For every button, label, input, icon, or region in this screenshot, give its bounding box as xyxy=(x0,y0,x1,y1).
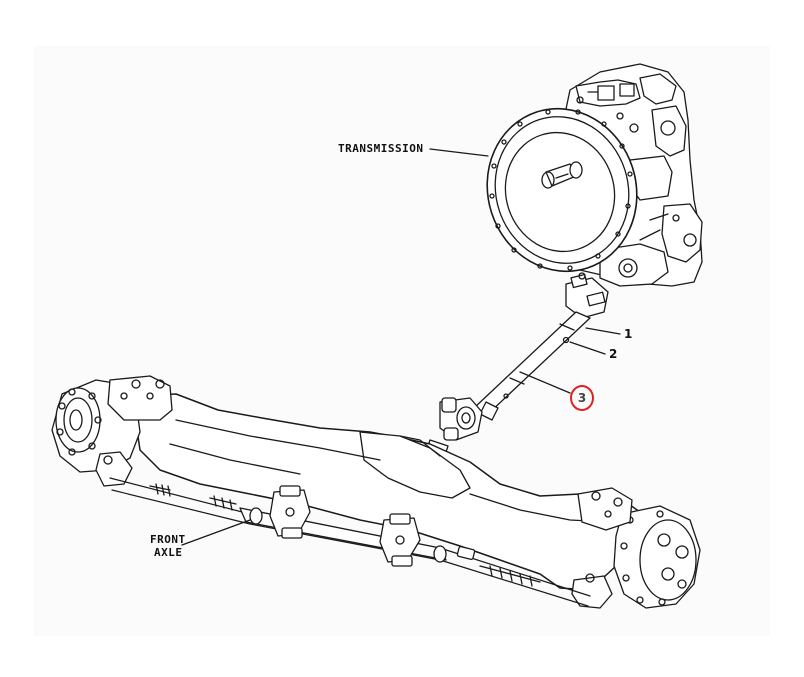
right-hub-studs xyxy=(620,510,666,606)
item3-leader-line xyxy=(519,371,571,394)
callout-item-2: 2 xyxy=(609,347,618,361)
front-axle-leader-line xyxy=(181,519,251,546)
callout-item-3-highlighted[interactable]: 3 xyxy=(570,385,594,411)
front-axle-label-line1: FRONT xyxy=(150,533,186,546)
transmission-drawing xyxy=(486,63,703,287)
front-axle-drawing xyxy=(51,375,701,609)
flange-bolts xyxy=(489,109,633,271)
transmission-leader-line xyxy=(429,148,489,157)
driveshaft-drawing xyxy=(423,272,609,465)
transmission-label: TRANSMISSION xyxy=(338,142,424,155)
callout-item-1: 1 xyxy=(624,327,633,341)
left-hub-studs xyxy=(56,388,102,456)
front-axle-label-line2: AXLE xyxy=(154,546,183,559)
item2-leader-line xyxy=(569,341,606,355)
item1-leader-line xyxy=(585,327,621,335)
